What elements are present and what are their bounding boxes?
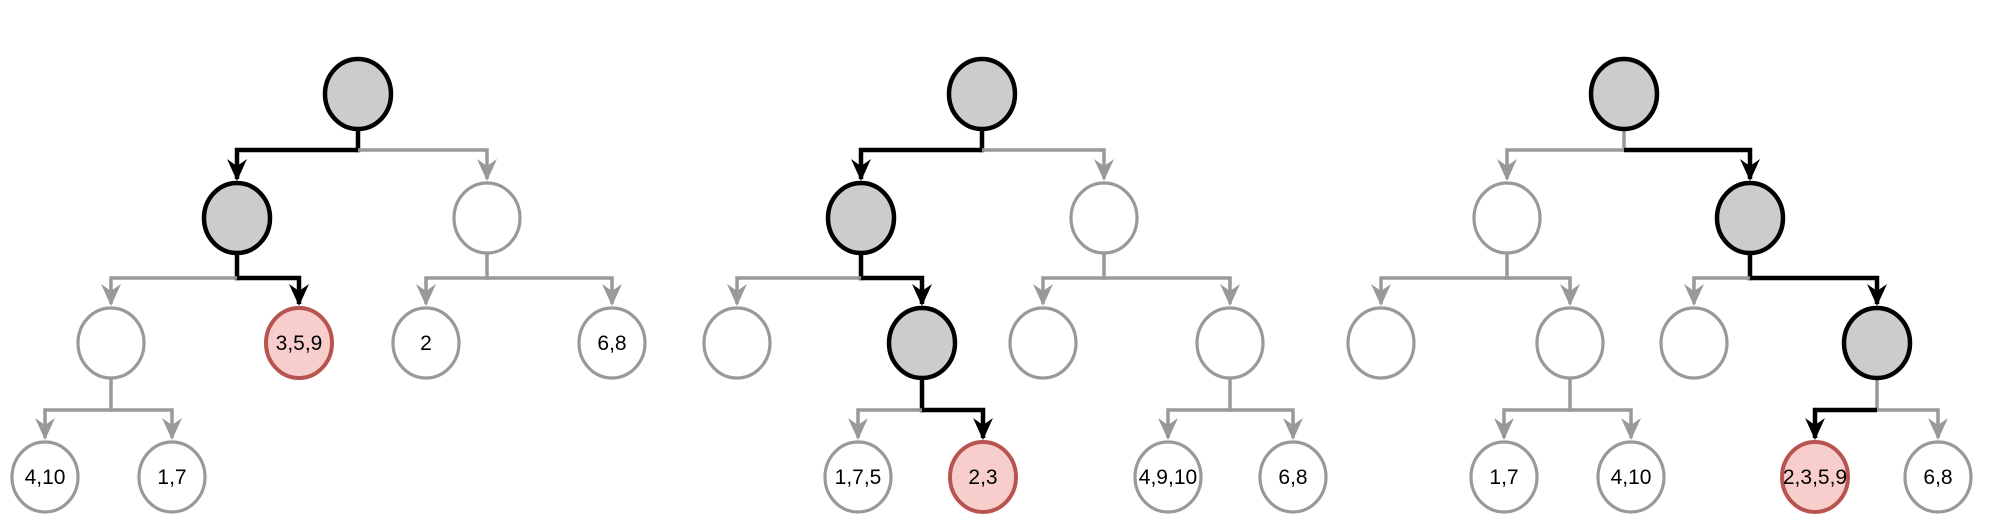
tree-2-edge-r-to-rl bbox=[1033, 276, 1104, 306]
tree-1-node-rr bbox=[577, 306, 647, 380]
tree-1-node-rl-label: 2 bbox=[420, 332, 432, 355]
tree-1-edge-r-to-rl bbox=[416, 276, 487, 306]
tree-2-node-rrl bbox=[1133, 440, 1203, 514]
tree-2-edge-lr-to-lrl bbox=[848, 408, 922, 440]
tree-2-node-r bbox=[1069, 181, 1139, 255]
tree-1-node-llr bbox=[137, 440, 207, 514]
tree-3-node-rrr bbox=[1903, 440, 1973, 514]
tree-1-node-root bbox=[322, 56, 394, 132]
tree-1-node-llr-label: 1,7 bbox=[157, 466, 186, 489]
tree-3-node-rrl-target bbox=[1780, 440, 1850, 514]
tree-1: 3,5,9 2 6,8 4,10 1,7 bbox=[10, 56, 647, 514]
tree-3-edge-rr-to-rrl bbox=[1805, 407, 1877, 440]
tree-1-node-ll bbox=[76, 306, 146, 380]
tree-2-edge-rr-to-rrr bbox=[1230, 408, 1303, 440]
tree-2-edge-rr-to-rrl bbox=[1158, 408, 1230, 440]
tree-3-edge-l-to-lr bbox=[1507, 276, 1580, 306]
tree-3-edge-lr-to-lrr bbox=[1570, 408, 1641, 440]
tree-3-node-lrr bbox=[1596, 440, 1666, 514]
tree-3-edge-l-to-ll bbox=[1371, 276, 1507, 306]
tree-1-node-lll bbox=[10, 440, 80, 514]
tree-1-node-rl bbox=[391, 306, 461, 380]
tree-2-node-rrr bbox=[1258, 440, 1328, 514]
tree-3-node-rl bbox=[1659, 306, 1729, 380]
tree-1-edge-l-to-ll bbox=[101, 276, 237, 306]
tree-3-node-rrr-label: 6,8 bbox=[1923, 466, 1952, 489]
tree-2-node-lr bbox=[886, 305, 958, 381]
tree-1-node-lr-label: 3,5,9 bbox=[276, 332, 323, 355]
tree-3-node-l bbox=[1472, 181, 1542, 255]
tree-2-node-ll bbox=[702, 306, 772, 380]
tree-2-node-rr bbox=[1195, 306, 1265, 380]
tree-3-node-lr bbox=[1535, 306, 1605, 380]
tree-1-node-l bbox=[201, 180, 273, 256]
tree-2-node-lrr-label: 2,3 bbox=[968, 466, 997, 489]
tree-1-edge-root-to-l bbox=[227, 147, 358, 181]
tree-2-node-l bbox=[825, 180, 897, 256]
tree-3: 1,7 4,10 2,3,5,9 6,8 bbox=[1346, 56, 1973, 514]
tree-2-node-rrr-label: 6,8 bbox=[1278, 466, 1307, 489]
tree-1-node-lr-target bbox=[264, 306, 334, 380]
tree-1-node-lll-label: 4,10 bbox=[25, 466, 66, 489]
tree-2-node-root bbox=[946, 56, 1018, 132]
tree-3-node-root bbox=[1588, 56, 1660, 132]
tree-3-edge-rr-to-rrr bbox=[1877, 408, 1948, 440]
tree-2-edge-lr-to-lrr bbox=[922, 407, 993, 440]
tree-1-edge-l-to-lr bbox=[237, 275, 309, 306]
tree-2-node-rl bbox=[1008, 306, 1078, 380]
tree-2-node-rrl-label: 4,9,10 bbox=[1139, 466, 1197, 489]
tree-3-node-lrl-label: 1,7 bbox=[1489, 466, 1518, 489]
tree-3-node-rr bbox=[1841, 305, 1913, 381]
tree-3-node-lrr-label: 4,10 bbox=[1611, 466, 1652, 489]
tree-2-edge-root-to-l bbox=[851, 147, 982, 181]
tree-3-edge-root-to-l bbox=[1497, 148, 1624, 181]
tree-3-edge-lr-to-lrl bbox=[1494, 408, 1570, 440]
tree-1-edge-ll-to-lll bbox=[35, 408, 111, 440]
tree-2: 1,7,5 2,3 4,9,10 6,8 bbox=[702, 56, 1328, 514]
tree-1-edge-root-to-r bbox=[358, 148, 497, 181]
tree-1-edge-r-to-rr bbox=[487, 276, 622, 306]
tree-2-node-lrl-label: 1,7,5 bbox=[835, 466, 882, 489]
tree-2-edge-l-to-lr bbox=[861, 275, 932, 306]
tree-3-node-rrl-label: 2,3,5,9 bbox=[1783, 466, 1847, 489]
tree-2-edge-l-to-ll bbox=[727, 276, 861, 306]
tree-1-edge-ll-to-llr bbox=[111, 408, 182, 440]
tree-2-node-lrr-target bbox=[948, 440, 1018, 514]
tree-2-edge-r-to-rr bbox=[1104, 276, 1240, 306]
tree-1-node-r bbox=[452, 181, 522, 255]
tree-3-edge-r-to-rl bbox=[1684, 276, 1750, 306]
tree-3-edge-r-to-rr bbox=[1750, 275, 1887, 306]
tree-3-node-r bbox=[1714, 180, 1786, 256]
tree-3-node-lrl bbox=[1469, 440, 1539, 514]
tree-3-edge-root-to-r bbox=[1624, 147, 1760, 181]
tree-2-node-lrl bbox=[823, 440, 893, 514]
tree-2-edge-root-to-r bbox=[982, 148, 1114, 181]
tree-1-node-rr-label: 6,8 bbox=[597, 332, 626, 355]
tree-3-node-ll bbox=[1346, 306, 1416, 380]
